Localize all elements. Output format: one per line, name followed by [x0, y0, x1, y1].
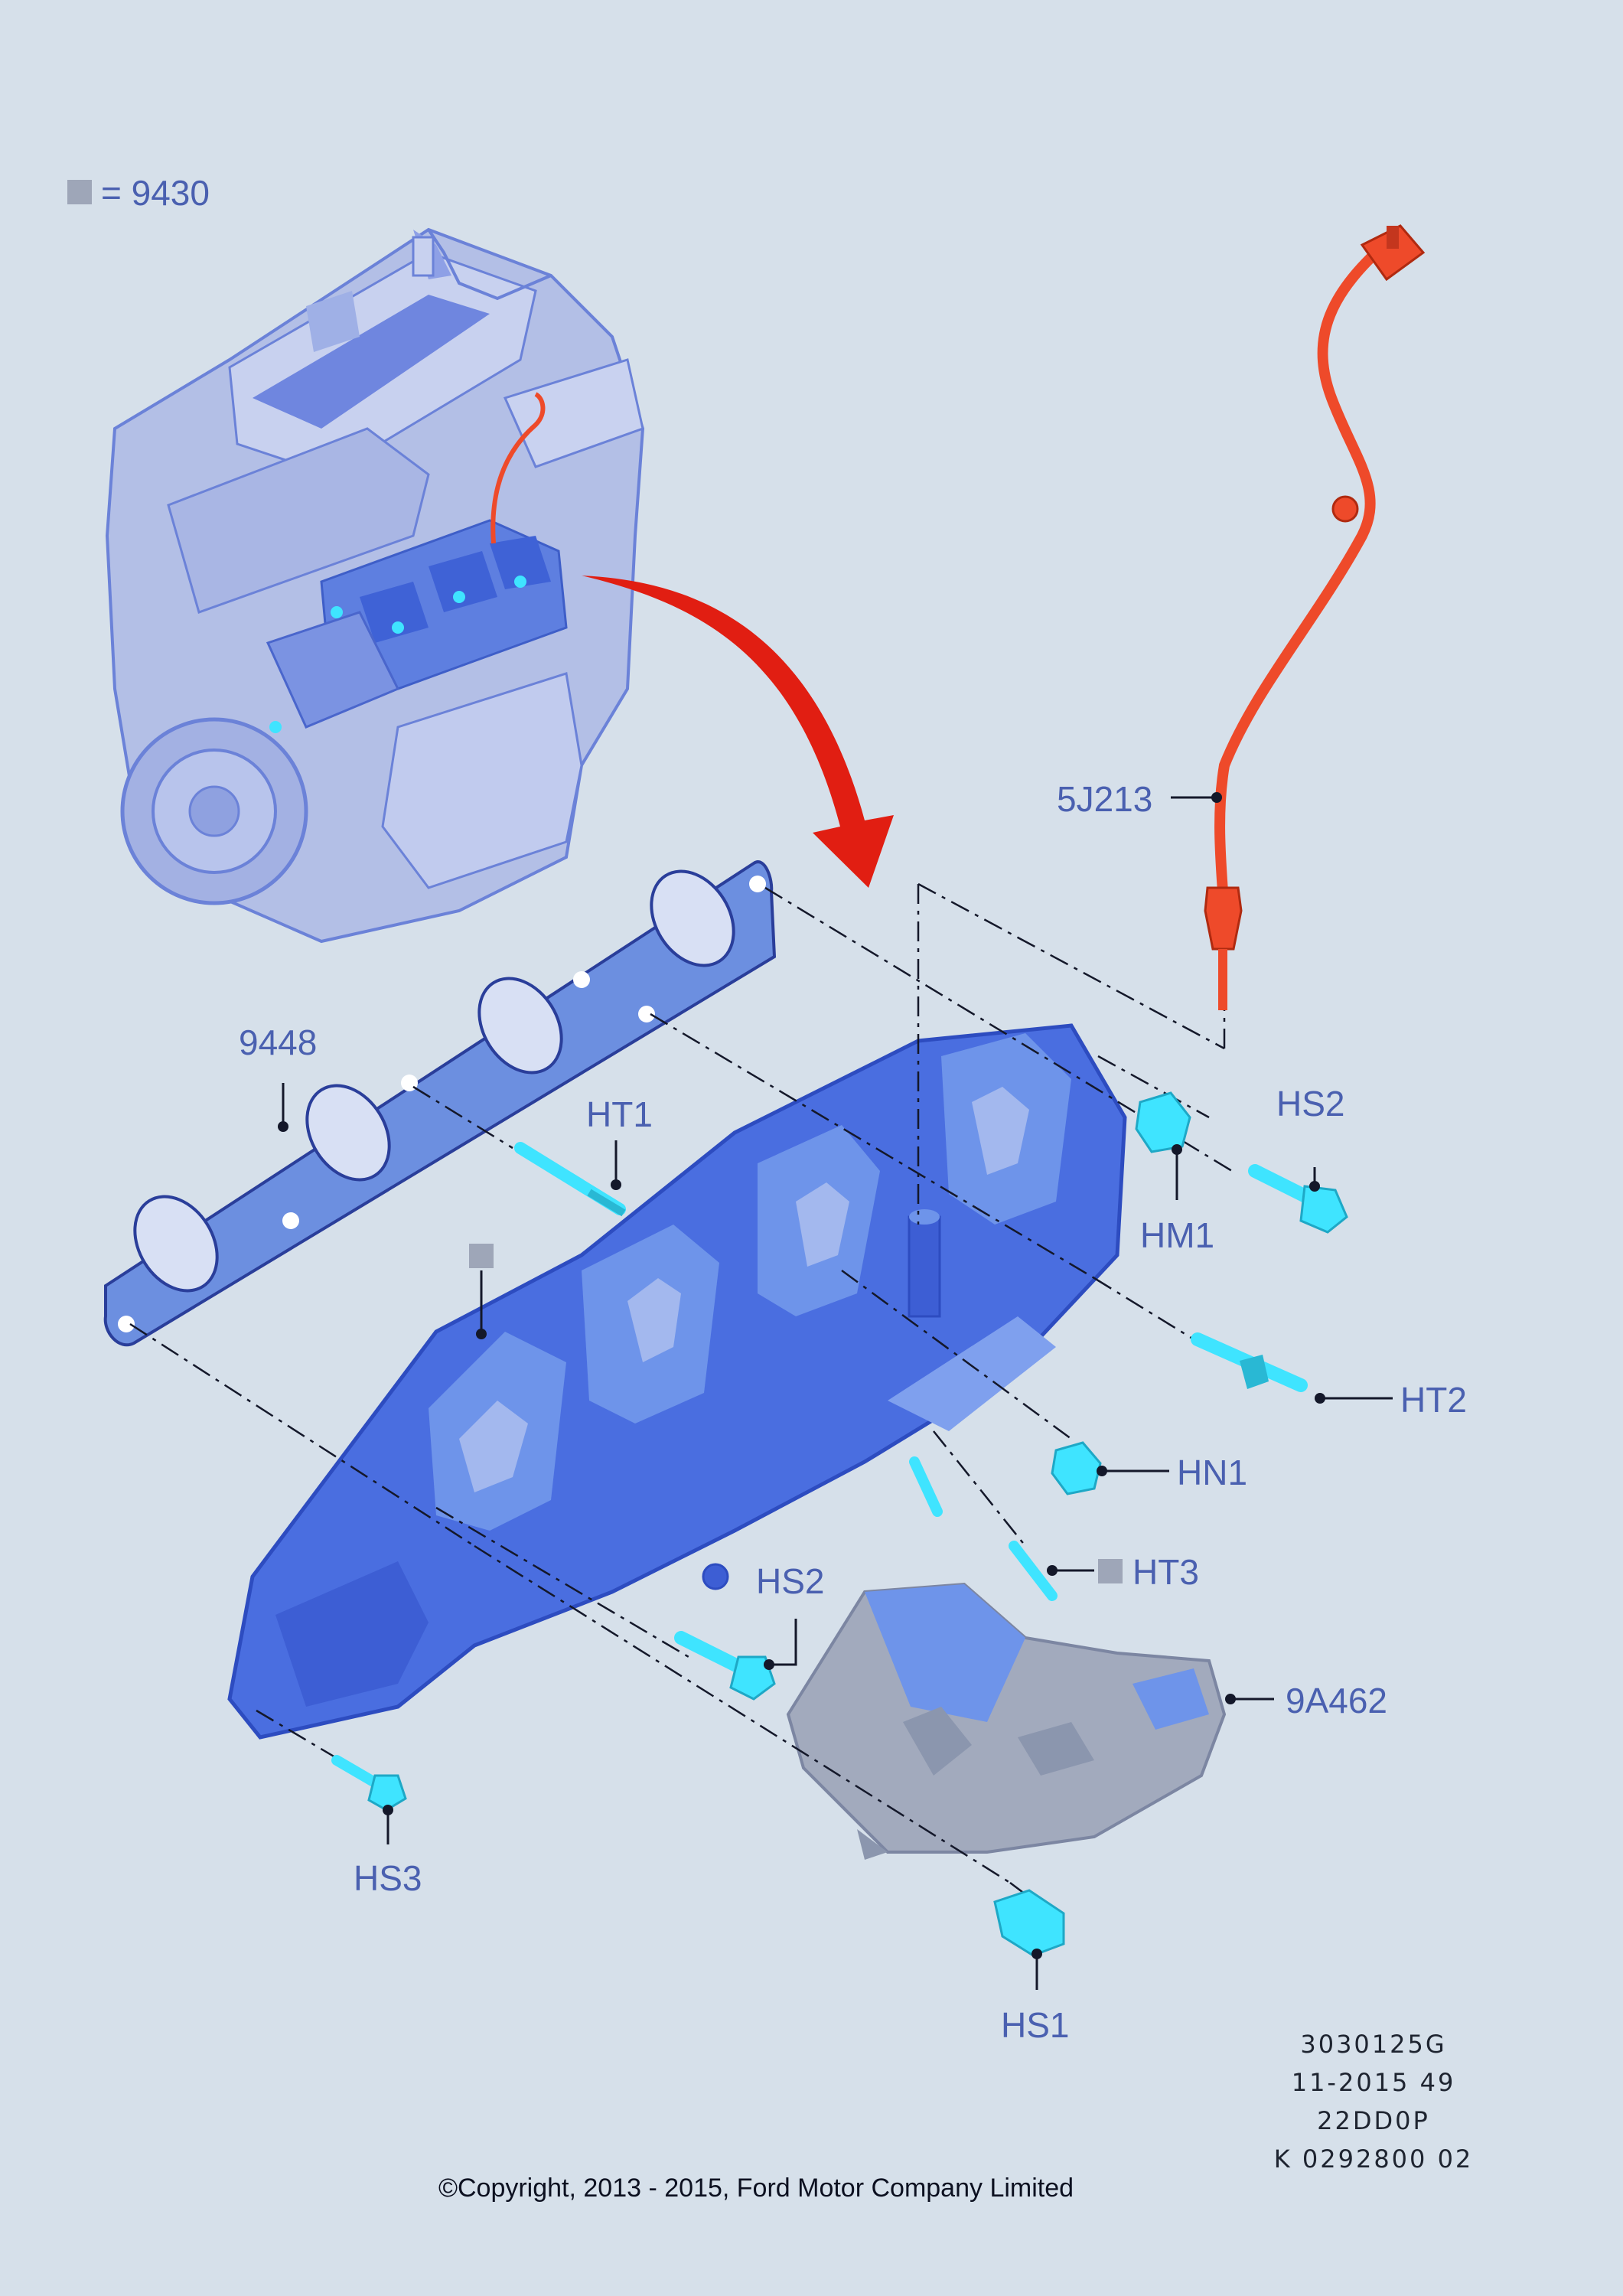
- stud-lower: [909, 1456, 1058, 1601]
- callout-nut-lower: HN1: [1177, 1453, 1247, 1492]
- callout-bolt-middle: HS2: [756, 1561, 824, 1601]
- fasteners: [331, 1091, 1348, 1957]
- callout-stud-upper: HT1: [586, 1094, 653, 1134]
- callout-sensor: 5J213: [1057, 779, 1152, 819]
- copyright-notice: ©Copyright, 2013 - 2015, Ford Motor Comp…: [438, 2174, 1074, 2203]
- reference-code-line: K 0292800 02: [1274, 2144, 1474, 2174]
- callout-nut-upper: HM1: [1140, 1215, 1214, 1255]
- nut-lower: [1051, 1441, 1102, 1495]
- callout-bolt-bottom: HS1: [1001, 2005, 1069, 2045]
- reference-codes: 3030125G 11-2015 49 22DD0P K 0292800 02: [1274, 2030, 1474, 2174]
- nut-upper: [1135, 1091, 1191, 1153]
- red-curved-arrow: [582, 576, 894, 888]
- reference-code-line: 22DD0P: [1317, 2106, 1430, 2135]
- manifold-part-marker: [469, 1244, 494, 1268]
- bolt-middle: [674, 1631, 776, 1701]
- heat-shield: [786, 1582, 1227, 1860]
- bolt-bottom: [993, 1889, 1065, 1957]
- callout-stud-right: HT2: [1400, 1380, 1467, 1420]
- stud-right: [1191, 1332, 1308, 1392]
- reference-code-line: 11-2015 49: [1292, 2068, 1456, 2097]
- bolt-upper-right: [1248, 1164, 1348, 1234]
- leader-lines: [278, 792, 1393, 1990]
- legend-label: = 9430: [101, 173, 210, 213]
- callout-stud-lower: HT3: [1133, 1552, 1199, 1592]
- stud-lower-part-marker: [1098, 1559, 1123, 1583]
- callout-heat-shield: 9A462: [1286, 1681, 1387, 1720]
- manifold-gasket: [103, 860, 777, 1347]
- callout-bolt-left: HS3: [354, 1858, 422, 1898]
- alignment-lines: [129, 882, 1233, 1906]
- stud-upper: [514, 1142, 626, 1217]
- reference-code-line: 3030125G: [1300, 2030, 1446, 2059]
- exhaust-manifold: [227, 1023, 1127, 1740]
- legend-marker-square: [67, 180, 92, 204]
- callout-gasket: 9448: [239, 1022, 317, 1062]
- engine-illustration: [105, 227, 645, 944]
- callout-bolt-upper-right: HS2: [1276, 1084, 1344, 1124]
- callout-labels: 9448 HT1 HS2 HM1 5J213 HT2 HN1 HT3 HS2 9…: [239, 779, 1467, 2045]
- legend: = 9430: [67, 173, 210, 213]
- exhaust-temp-sensor: [1204, 224, 1426, 1010]
- bolt-left: [331, 1755, 407, 1812]
